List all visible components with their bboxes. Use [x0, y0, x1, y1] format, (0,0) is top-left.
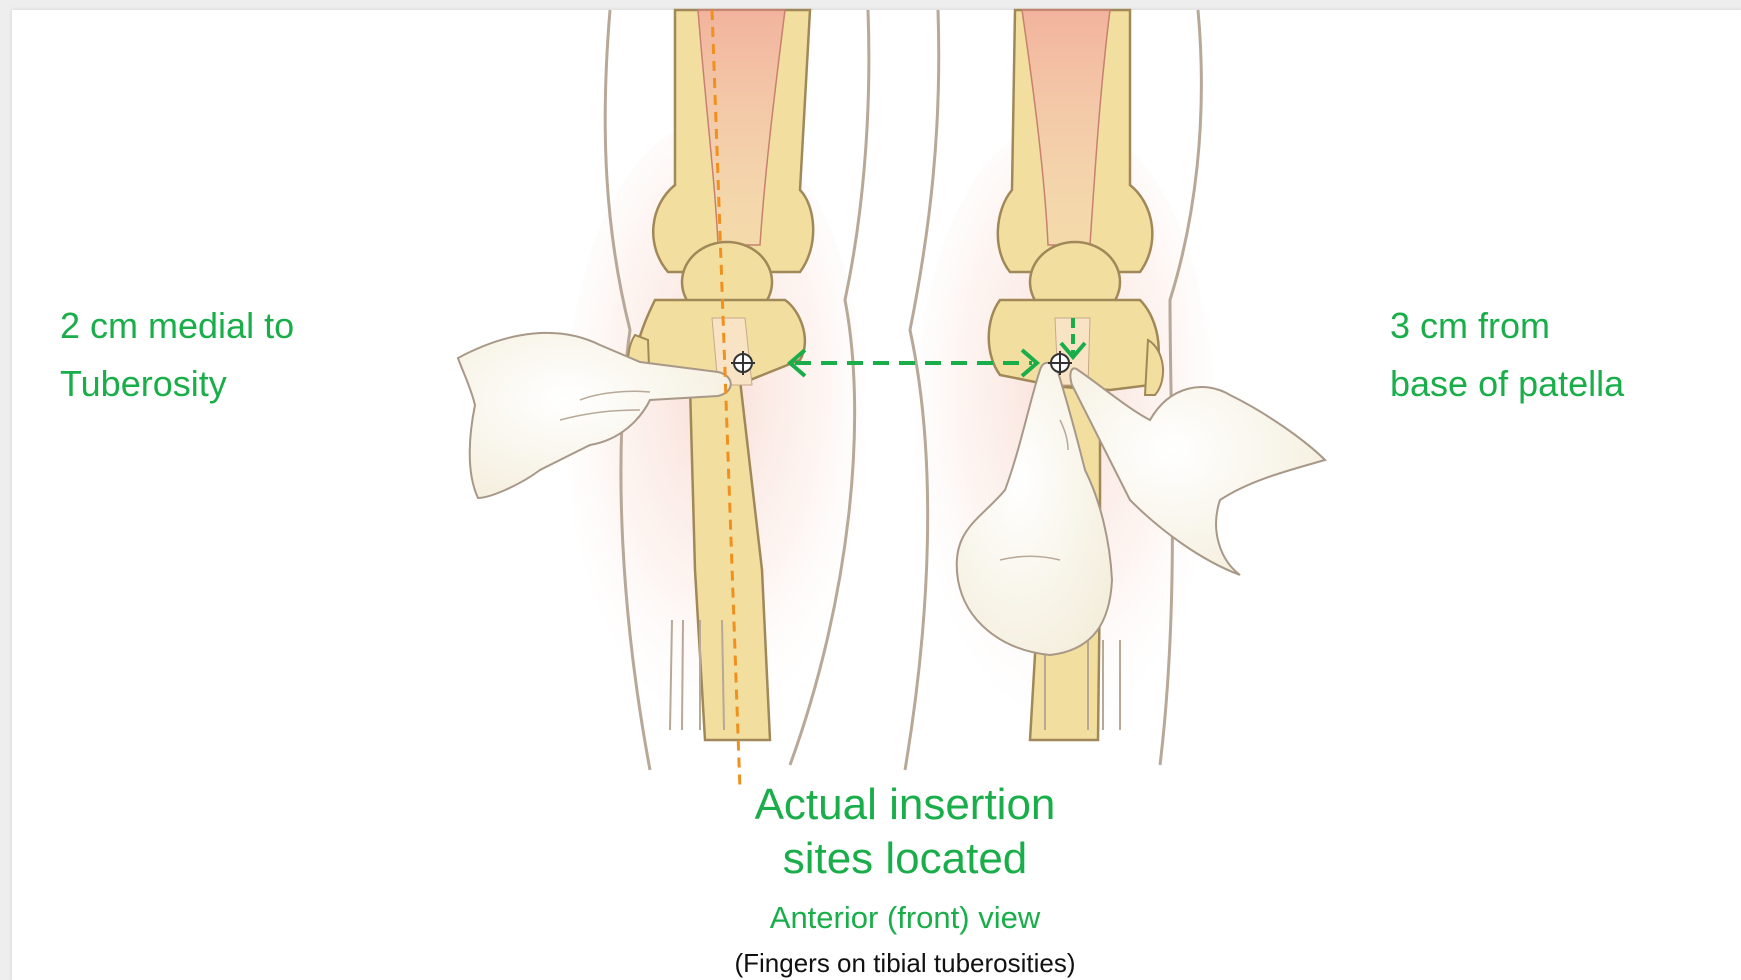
title-line1: Actual insertion [700, 778, 1110, 832]
left-label-line1: 2 cm medial to [60, 297, 294, 355]
note-caption: (Fingers on tibial tuberosities) [700, 948, 1110, 979]
left-label-line2: Tuberosity [60, 355, 294, 413]
right-site-label: 3 cm from base of patella [1390, 297, 1624, 413]
left-site-label: 2 cm medial to Tuberosity [60, 297, 294, 413]
right-label-line2: base of patella [1390, 355, 1624, 413]
insertion-sites-title: Actual insertion sites located [700, 778, 1110, 886]
right-label-line1: 3 cm from [1390, 297, 1624, 355]
title-line2: sites located [700, 832, 1110, 886]
view-caption: Anterior (front) view [700, 900, 1110, 936]
